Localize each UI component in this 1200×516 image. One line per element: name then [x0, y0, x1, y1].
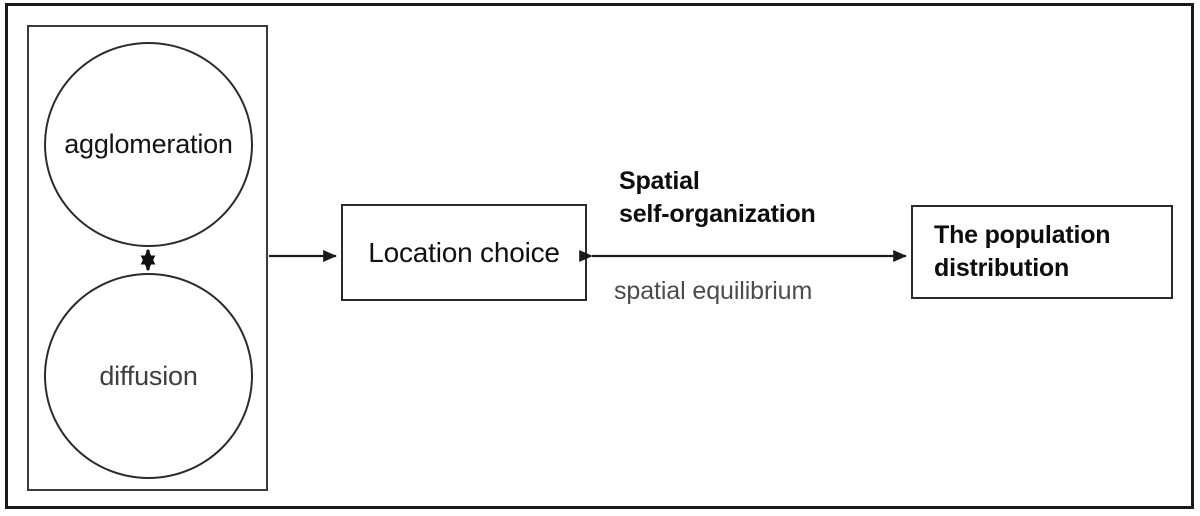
node-population-distribution-label-line1: The population — [934, 221, 1111, 249]
circle-diffusion-label: diffusion — [99, 360, 198, 391]
node-location-choice: Location choice — [341, 204, 587, 301]
node-population-distribution-label: The population distribution — [934, 219, 1111, 285]
node-location-choice-label: Location choice — [368, 236, 560, 268]
node-population-distribution-label-line2: distribution — [934, 254, 1070, 282]
edge-label-spatial-self-organization: Spatial self-organization — [619, 165, 816, 232]
edge-label-spatial-self-organization-line2: self-organization — [619, 200, 816, 229]
edge-label-spatial-self-organization-line1: Spatial — [619, 167, 700, 195]
circle-diffusion: diffusion — [44, 273, 253, 479]
circle-agglomeration-label: agglomeration — [64, 129, 233, 159]
node-population-distribution: The population distribution — [911, 205, 1173, 299]
outer-frame-border — [5, 3, 1194, 509]
edge-label-spatial-equilibrium: spatial equilibrium — [614, 277, 813, 305]
circle-agglomeration: agglomeration — [44, 42, 253, 247]
